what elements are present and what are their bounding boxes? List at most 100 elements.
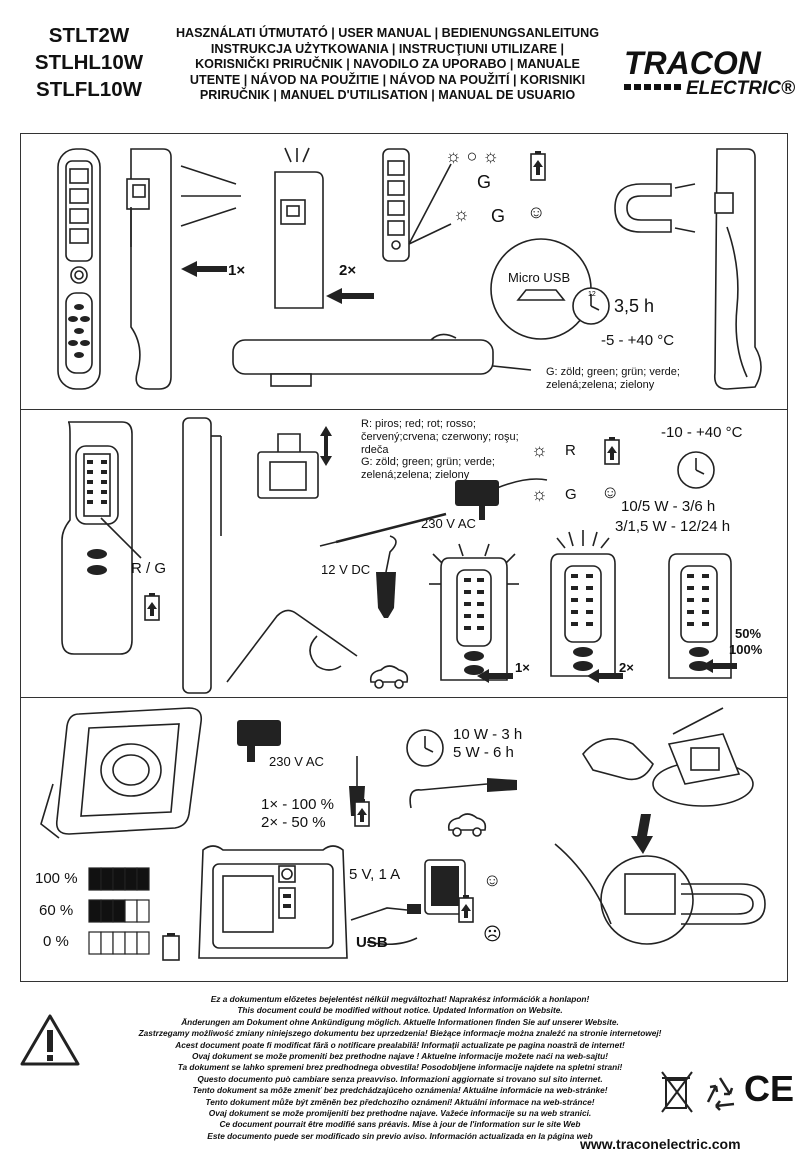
smiley-icon: ☺ xyxy=(483,870,502,890)
charging-cable xyxy=(319,512,447,547)
hand-press-illustration xyxy=(582,707,754,807)
battery-level-cell xyxy=(124,931,138,955)
hand-lamp-mode-2-illustration xyxy=(550,530,616,677)
press-arrow-icon xyxy=(701,659,737,673)
floodlight-back-illustration xyxy=(198,845,348,959)
battery-level-cell xyxy=(100,899,114,923)
adapter-voltage: 230 V AC xyxy=(269,754,324,769)
power-adapter-icon xyxy=(237,720,281,762)
panel-stlhl10w: R / G R: piros; red; rot; rosso; červený… xyxy=(20,409,788,698)
green-color-note: G: zöld; green; grün; verde; zelená;zele… xyxy=(546,366,680,391)
clock-icon xyxy=(406,729,444,767)
usb-output-rating: 5 V, 1 A xyxy=(349,866,401,883)
battery-level-cell xyxy=(100,867,114,891)
battery-level-cell xyxy=(124,867,138,891)
disclaimer-line: Questo documento può cambiare senza prea… xyxy=(197,1073,603,1084)
charging-battery-icon xyxy=(144,593,160,621)
disclaimer-line: Ovaj dokument se može promeniti bez pret… xyxy=(191,1051,608,1062)
battery-level-cell xyxy=(112,867,126,891)
disclaimer-line: Ta dokument se lahko spremeni brez predh… xyxy=(177,1062,623,1073)
manual-title-line: UTENTE | NÁVOD NA POUŽITIE | NÁVOD NA PO… xyxy=(189,72,586,87)
hand-lamp-front-illustration xyxy=(61,421,133,655)
warning-icon xyxy=(20,1014,80,1066)
hand-lamp-side-illustration xyxy=(182,417,222,694)
dim-percent-1: 50% xyxy=(735,626,762,641)
logo-brand: TRACON xyxy=(624,45,762,81)
battery-level-100: 100 % xyxy=(35,870,78,887)
runtime-high: 10 W - 3 h xyxy=(453,726,523,743)
slim-light-side-illustration xyxy=(126,148,172,390)
green-led-label: G xyxy=(565,486,577,503)
power-adapter-icon xyxy=(455,480,499,520)
led-on-icon: ☼ xyxy=(531,484,548,504)
press-once-label: 1× xyxy=(228,262,246,279)
runtime-low: 5 W - 6 h xyxy=(453,744,514,761)
manual-title-line: PRIRUČNIK | MANUEL D'UTILISATION | MANUA… xyxy=(199,88,576,103)
model-list: STLT2W STLHL10W STLFL10W xyxy=(14,22,164,103)
manual-title: HASZNÁLATI ÚTMUTATÓ | USER MANUAL | BEDI… xyxy=(160,26,615,104)
smiley-icon: ☺ xyxy=(527,202,546,222)
callout-lines xyxy=(408,163,452,245)
disclaimer-line: This document could be modified without … xyxy=(237,1005,563,1016)
charging-battery-icon xyxy=(458,895,474,923)
usb-cable xyxy=(350,904,421,946)
battery-level-cell xyxy=(88,899,102,923)
floodlight-illustration xyxy=(40,707,203,839)
usb-label: USB xyxy=(356,934,388,951)
battery-level-cell xyxy=(88,867,102,891)
battery-level-cell xyxy=(124,899,138,923)
hook-detail-illustration xyxy=(257,426,332,499)
manual-title-line: HASZNÁLATI ÚTMUTATÓ | USER MANUAL | BEDI… xyxy=(175,26,600,40)
disclaimer-line: Tento dokument může být změněn bez předc… xyxy=(205,1096,595,1107)
disclaimer-line: Este documento puede ser modificado sin … xyxy=(207,1130,593,1141)
manual-title-line: KORISNIČKI PRIRUČNIK | NAVODILO ZA UPORA… xyxy=(195,57,580,72)
empty-battery-icon xyxy=(162,933,180,961)
model-name: STLT2W xyxy=(48,24,130,47)
ce-mark-icon: CE xyxy=(744,1068,795,1109)
red-led-label: R xyxy=(565,442,576,459)
magnet-icon xyxy=(614,183,696,233)
model-name: STLFL10W xyxy=(36,78,142,101)
adapter-voltage: 230 V AC xyxy=(421,516,476,531)
smiley-icon: ☺ xyxy=(601,482,620,502)
led-on-icon: ☼ xyxy=(453,204,470,224)
micro-usb-callout xyxy=(490,238,592,340)
disclaimer-line: Änderungen am Dokument ohne Ankündigung … xyxy=(181,1016,619,1027)
green-led-label: G xyxy=(491,206,506,226)
press-arrow-icon xyxy=(326,288,374,304)
charge-time: 3,5 h xyxy=(614,296,655,316)
disclaimer-line: Zastrzegamy możliwość zmiany niniejszego… xyxy=(138,1028,662,1039)
panel-stlfl10w: 230 V AC 1× - 100 % 2× - 50 % 10 W - 3 h… xyxy=(20,697,788,982)
clock-icon xyxy=(677,451,715,489)
car-charger-cable-icon xyxy=(409,778,517,809)
charging-battery-icon xyxy=(354,799,370,827)
rg-led-label: R / G xyxy=(131,560,167,577)
car-icon xyxy=(369,665,409,689)
led-on-icon: ☼ xyxy=(531,440,548,460)
svg-text:12: 12 xyxy=(588,291,596,298)
car-charger-plug-icon xyxy=(376,535,397,618)
runtime-high: 10/5 W - 3/6 h xyxy=(621,498,716,515)
disclaimer-line: Acest document poate fi modificat fără o… xyxy=(175,1039,625,1050)
adapter-cable xyxy=(496,478,548,489)
disclaimer-line: Ce document pourrait être modifié sans p… xyxy=(219,1119,581,1130)
battery-level-cell xyxy=(100,931,114,955)
clock-icon: 12 xyxy=(572,287,610,325)
weee-bin-icon xyxy=(661,1071,693,1113)
led-blink-icon: ☼ ○ ☼ xyxy=(445,146,499,166)
micro-usb-label: Micro USB xyxy=(508,270,571,285)
car-icon xyxy=(447,813,487,837)
battery-level-cell xyxy=(112,899,126,923)
slim-light-indicator-illustration xyxy=(382,148,410,262)
mode-half-power: 2× - 50 % xyxy=(261,814,326,831)
website-url[interactable]: www.traconelectric.com xyxy=(580,1136,741,1152)
green-color-note: G: zöld; green; grün; verde; zelená;zele… xyxy=(361,456,495,481)
green-led-label: G xyxy=(477,172,492,192)
hand-lamp-off-illustration xyxy=(668,553,732,679)
manual-title-line: INSTRUKCJA UŻYTKOWANIA | INSTRUCŢIUNI UT… xyxy=(210,41,565,56)
disclaimer-line: Tento dokument sa môže zmeniť bez predch… xyxy=(192,1085,608,1096)
disclaimer-line: Ovaj dokument se može promijeniti bez pr… xyxy=(208,1108,592,1119)
battery-level-60: 60 % xyxy=(39,902,74,919)
battery-level-bars xyxy=(88,867,150,955)
charging-battery-icon xyxy=(530,151,546,181)
